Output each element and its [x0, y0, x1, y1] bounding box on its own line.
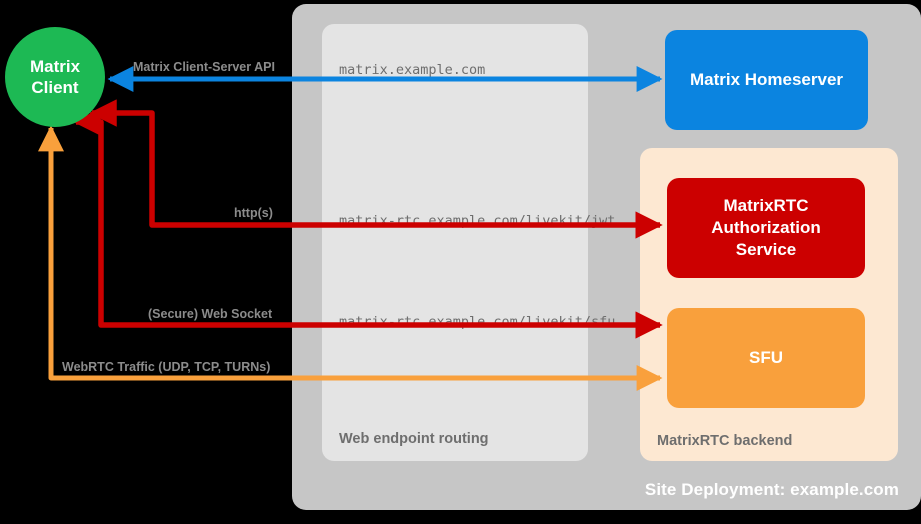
node-auth-label-line3: Service: [735, 239, 797, 259]
matrixrtc-backend-label: MatrixRTC backend: [657, 433, 793, 449]
connector-label-webrtc-traffic: WebRTC Traffic (UDP, TCP, TURNs): [62, 360, 271, 374]
node-matrix-client[interactable]: Matrix Client: [5, 27, 105, 127]
node-sfu[interactable]: SFU: [667, 308, 865, 408]
web-endpoint-routing-container: Web endpoint routing: [322, 24, 588, 461]
endpoint-url-matrix: matrix.example.com: [339, 62, 486, 78]
web-endpoint-routing-label: Web endpoint routing: [339, 431, 489, 447]
endpoint-url-livekit-sfu: matrix-rtc.example.com/livekit/sfu: [339, 314, 616, 330]
node-auth-label-line1: MatrixRTC: [723, 196, 809, 216]
connector-label-https: http(s): [234, 206, 273, 220]
node-auth-label-line2: Authorization: [711, 218, 821, 238]
connector-label-matrix-client-server-api: Matrix Client-Server API: [133, 60, 275, 74]
node-sfu-label: SFU: [749, 348, 783, 368]
site-deployment-label: Site Deployment: example.com: [644, 480, 899, 499]
connector-label-secure-web-socket: (Secure) Web Socket: [148, 307, 273, 321]
node-matrix-homeserver-label: Matrix Homeserver: [689, 70, 844, 90]
node-matrix-client-label-line2: Client: [31, 78, 79, 97]
node-matrixrtc-authorization-service[interactable]: MatrixRTC Authorization Service: [667, 178, 865, 278]
endpoint-url-livekit-jwt: matrix-rtc.example.com/livekit/jwt: [339, 213, 616, 229]
node-matrix-client-label-line1: Matrix: [29, 56, 81, 76]
node-matrix-homeserver[interactable]: Matrix Homeserver: [665, 30, 868, 130]
